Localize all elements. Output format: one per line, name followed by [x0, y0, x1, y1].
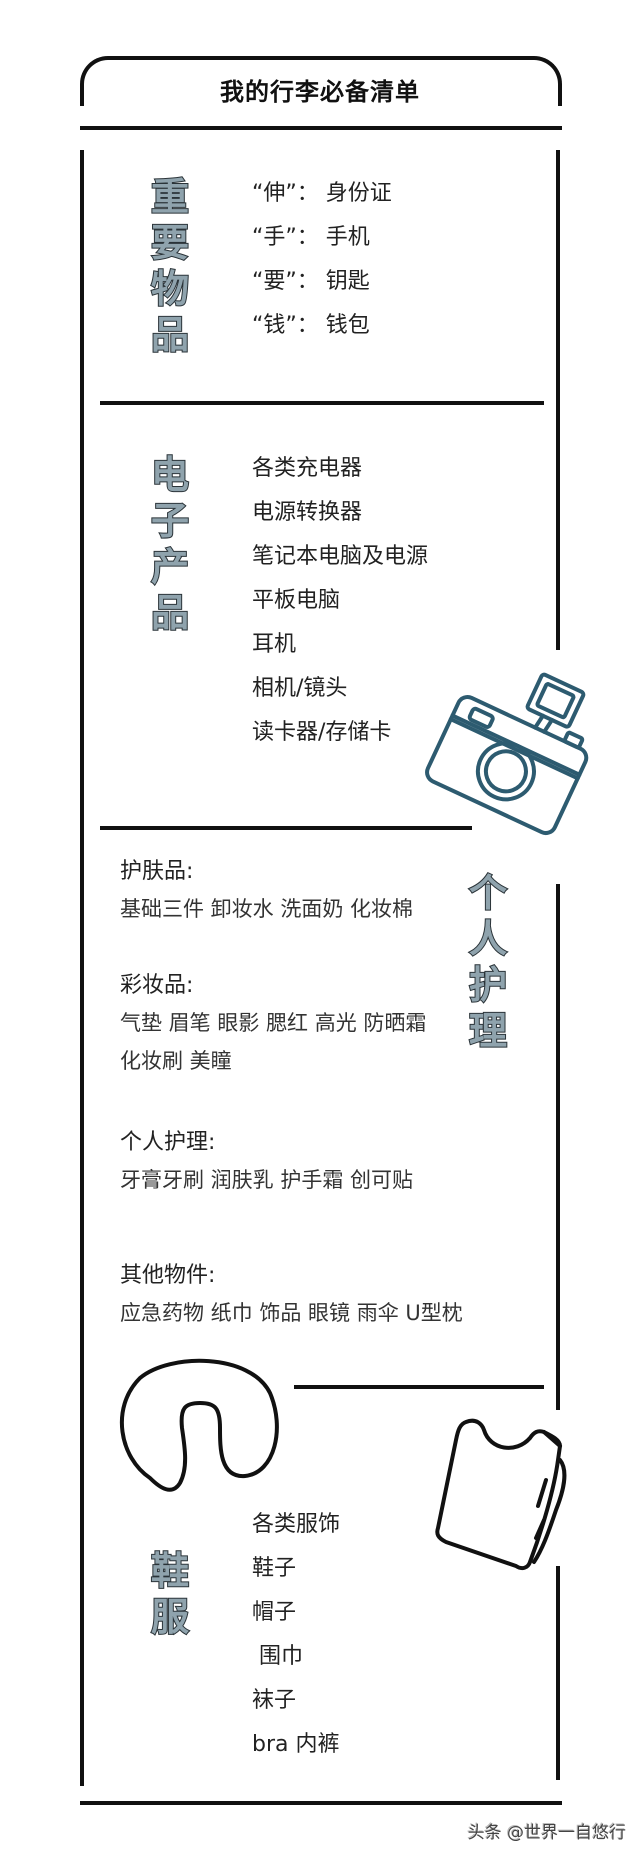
list-item: 耳机 — [252, 632, 297, 657]
list-item: 读卡器/存储卡 — [252, 720, 392, 745]
page-title: 我的行李必备清单 — [220, 78, 420, 106]
header-frame — [80, 56, 562, 106]
group-makeup: 彩妆品: 气垫 眉笔 眼影 腮红 高光 防晒霜 化妆刷 美瞳 — [120, 968, 426, 1080]
list-item: 鞋子 — [252, 1556, 297, 1581]
list-item: 帽子 — [252, 1600, 297, 1625]
group-items: 基础三件 卸妆水 洗面奶 化妆棉 — [120, 897, 414, 921]
group-items: 应急药物 纸巾 饰品 眼镜 雨伞 U型枕 — [120, 1301, 463, 1325]
watermark: 头条 @世界一自悠行 — [467, 1823, 626, 1843]
right-border-seg-1 — [556, 150, 560, 650]
group-items: 化妆刷 美瞳 — [120, 1049, 232, 1073]
important-list: “伸”： 身份证 “手”： 手机 “要”： 钥匙 “钱”： 钱包 — [252, 172, 392, 348]
list-item: “钱”： 钱包 — [252, 313, 370, 338]
group-label: 彩妆品: — [120, 973, 194, 998]
left-border — [80, 150, 84, 1786]
divider-top — [80, 126, 562, 130]
group-personal-care: 个人护理: 牙膏牙刷 润肤乳 护手霜 创可贴 — [120, 1125, 413, 1199]
heading-electronics: 电 子 产 品 — [150, 452, 190, 636]
list-item: 袜子 — [252, 1688, 297, 1713]
list-item: “手”： 手机 — [252, 225, 370, 250]
right-border-seg-3 — [556, 1566, 560, 1780]
clothing-list: 各类服饰 鞋子 帽子 围巾 袜子 bra 内裤 — [252, 1503, 340, 1767]
heading-clothing: 鞋 服 — [150, 1548, 190, 1640]
divider-1 — [100, 401, 544, 405]
heading-personal-care: 个 人 护 理 — [468, 870, 508, 1054]
heading-important: 重 要 物 品 — [150, 174, 190, 358]
group-label: 护肤品: — [120, 859, 194, 884]
list-item: 各类充电器 — [252, 456, 363, 481]
group-label: 个人护理: — [120, 1130, 216, 1155]
group-items: 牙膏牙刷 润肤乳 护手霜 创可贴 — [120, 1168, 414, 1192]
group-items: 气垫 眉笔 眼影 腮红 高光 防晒霜 — [120, 1011, 427, 1035]
list-item: 围巾 — [252, 1644, 303, 1669]
list-item: 各类服饰 — [252, 1512, 341, 1537]
list-item: 电源转换器 — [252, 500, 363, 525]
group-other: 其他物件: 应急药物 纸巾 饰品 眼镜 雨伞 U型枕 — [120, 1258, 463, 1332]
divider-2 — [100, 826, 472, 830]
list-item: bra 内裤 — [252, 1732, 340, 1757]
group-skincare: 护肤品: 基础三件 卸妆水 洗面奶 化妆棉 — [120, 854, 413, 928]
folded-shirt-icon — [435, 1418, 567, 1571]
list-item: “要”： 钥匙 — [252, 269, 370, 294]
camera-icon — [425, 672, 589, 836]
u-pillow-icon — [119, 1358, 279, 1492]
divider-bottom — [80, 1801, 562, 1805]
right-border-seg-2 — [556, 884, 560, 1410]
electronics-list: 各类充电器 电源转换器 笔记本电脑及电源 平板电脑 耳机 相机/镜头 读卡器/存… — [252, 447, 428, 755]
list-item: 笔记本电脑及电源 — [252, 544, 429, 569]
list-item: “伸”： 身份证 — [252, 181, 392, 206]
group-label: 其他物件: — [120, 1263, 216, 1288]
list-item: 相机/镜头 — [252, 676, 348, 701]
divider-3 — [294, 1385, 544, 1389]
list-item: 平板电脑 — [252, 588, 341, 613]
